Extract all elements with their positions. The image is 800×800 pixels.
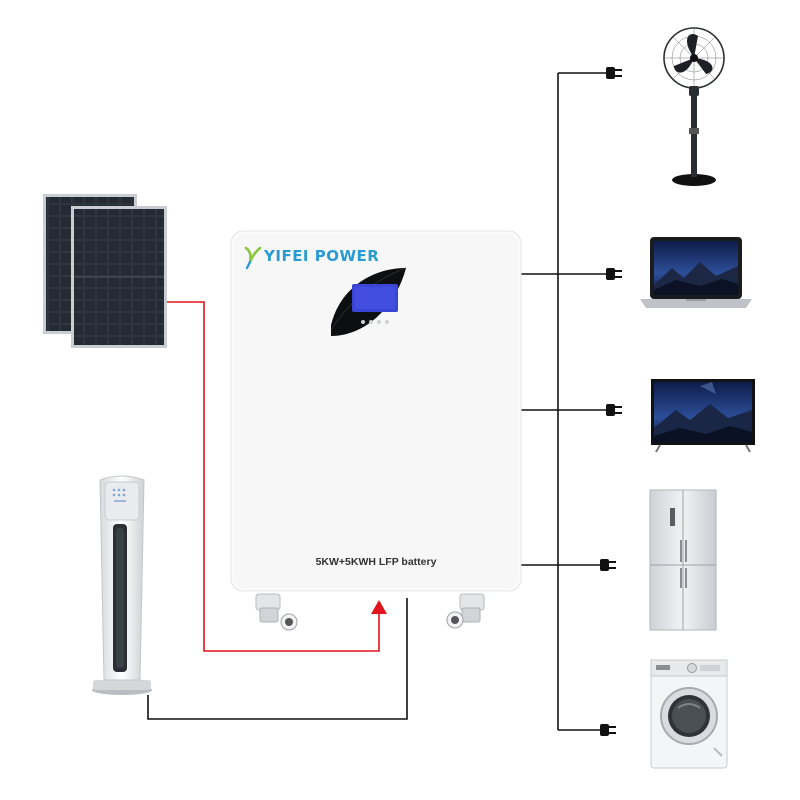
- plug-icon: [606, 67, 622, 79]
- fridge-display-icon: [670, 508, 675, 526]
- button-icon: [377, 320, 381, 324]
- battery-display-panel: [330, 267, 407, 336]
- solar-wire: [163, 301, 380, 652]
- cable-gland-right: [446, 593, 485, 629]
- solar-panels: [43, 194, 167, 348]
- brand-logo-icon: [244, 246, 262, 270]
- solar-panel-front: [71, 206, 167, 348]
- washing-machine: [650, 659, 728, 769]
- button-icon: [385, 320, 389, 324]
- laptop: [640, 237, 752, 308]
- cable-gland-left: [255, 593, 298, 631]
- plug-icon: [600, 559, 616, 571]
- button-icon: [369, 320, 373, 324]
- battery-unit: YIFEI POWER 5KW+5KWH LFP battery: [230, 230, 522, 631]
- plug-icon: [606, 404, 622, 416]
- plug-icon: [606, 268, 622, 280]
- solar-input-arrow: [371, 600, 387, 614]
- battery-label: 5KW+5KWH LFP battery: [316, 556, 437, 568]
- ac-display-icon: [112, 488, 126, 502]
- button-icon: [361, 320, 365, 324]
- load-bus: [520, 72, 606, 731]
- tower-air-conditioner: [92, 475, 152, 695]
- refrigerator: [649, 489, 717, 631]
- plug-icon: [600, 724, 616, 736]
- brand-name: YIFEI POWER: [263, 247, 379, 265]
- television: [651, 379, 755, 453]
- stand-fan: [663, 27, 725, 186]
- ac-wire: [147, 598, 408, 720]
